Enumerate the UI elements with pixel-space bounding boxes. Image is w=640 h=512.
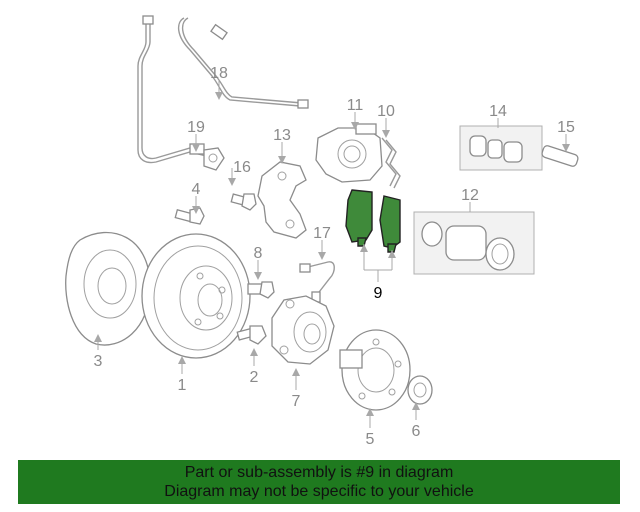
clip-10[interactable] — [381, 137, 401, 189]
wheel-carrier-7[interactable] — [271, 295, 335, 365]
brake-pad-9[interactable] — [345, 189, 401, 253]
bolt-2[interactable] — [236, 325, 267, 345]
callout-13: 13 — [273, 127, 291, 144]
brake-line-19[interactable] — [137, 15, 215, 164]
callout-18: 18 — [210, 65, 228, 82]
bolt-8[interactable] — [247, 281, 275, 299]
callout-12: 12 — [461, 187, 479, 204]
banner-line-2: Diagram may not be specific to your vehi… — [164, 483, 474, 500]
wheel-hub-5[interactable] — [339, 329, 411, 411]
brake-rotor-1[interactable] — [141, 233, 251, 359]
callout-6: 6 — [412, 423, 421, 440]
callout-4: 4 — [192, 181, 201, 198]
kit-box-14[interactable] — [459, 125, 543, 171]
callout-14: 14 — [489, 103, 507, 120]
dust-shield-3[interactable] — [65, 231, 151, 346]
callout-11: 11 — [347, 97, 364, 114]
sensor-17[interactable] — [299, 261, 335, 303]
callout-16: 16 — [233, 159, 251, 176]
callout-5: 5 — [366, 431, 375, 448]
callout-2: 2 — [250, 369, 259, 386]
bolt-4[interactable] — [174, 207, 205, 225]
caliper-11[interactable] — [315, 123, 383, 183]
sensor-16[interactable] — [203, 147, 225, 171]
caliper-bracket-13[interactable] — [257, 161, 307, 239]
callout-7: 7 — [292, 393, 301, 410]
parts-diagram: 18 19 16 4 13 11 10 14 15 12 17 8 9 3 1 … — [65, 15, 579, 448]
bolt-16-fastener[interactable] — [230, 193, 257, 211]
callout-15: 15 — [557, 119, 575, 136]
leader-lines — [94, 80, 570, 428]
callout-3: 3 — [94, 353, 103, 370]
banner-line-1: Part or sub-assembly is #9 in diagram — [184, 464, 454, 481]
info-banner: Part or sub-assembly is #9 in diagram Di… — [18, 460, 620, 504]
kit-box-12[interactable] — [413, 211, 535, 275]
callout-19: 19 — [187, 119, 205, 136]
guide-pin-15[interactable] — [541, 145, 579, 168]
callout-17: 17 — [313, 225, 331, 242]
hub-nut-6[interactable] — [407, 375, 433, 405]
callout-9: 9 — [374, 285, 383, 302]
callout-1: 1 — [178, 377, 187, 394]
brake-line-18[interactable] — [177, 17, 309, 109]
callout-10: 10 — [377, 103, 395, 120]
callout-8: 8 — [254, 245, 263, 262]
